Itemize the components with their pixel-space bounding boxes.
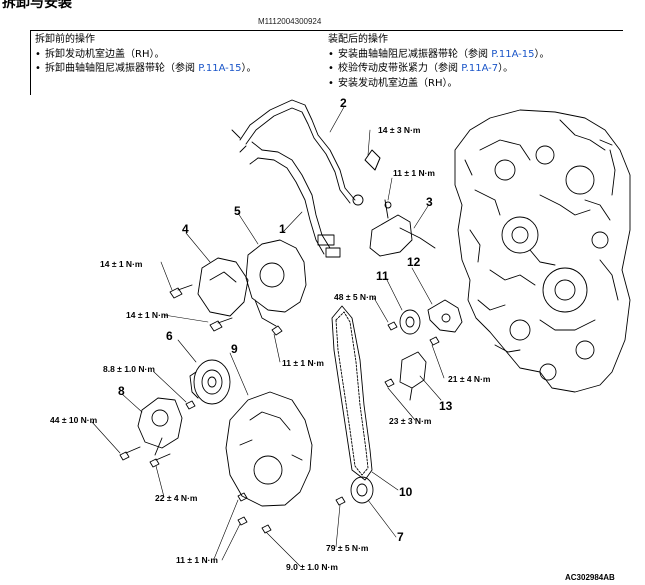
after-installation-item: •安装曲轴轴阻尼减振器带轮（参阅 P.11A-15）。 [328, 48, 550, 63]
callout-13: 13 [439, 399, 453, 413]
torque-label: 9.0 ± 1.0 N·m [286, 562, 338, 572]
figure-code: AC302984AB [565, 573, 615, 582]
page-title: 拆卸与安装 [2, 0, 72, 11]
torque-label: 14 ± 1 N·m [126, 310, 169, 320]
torque-label: 8.8 ± 1.0 N·m [103, 364, 155, 374]
after-installation-heading: 装配后的操作 [328, 34, 388, 45]
callout-1: 1 [279, 222, 286, 236]
document-code: M1112004300924 [258, 17, 322, 26]
before-removal-item: •拆卸曲轴轴阻尼减振器带轮（参阅 P.11A-15）。 [35, 62, 257, 77]
torque-label: 23 ± 3 N·m [389, 416, 432, 426]
tensioner-rod-13 [399, 351, 427, 401]
callout-4: 4 [182, 222, 189, 236]
bolts [119, 284, 440, 534]
tensioner-arm-12 [427, 299, 463, 333]
engine-block-illustration [454, 109, 631, 393]
timing-belt-upper-cover-wiring [231, 99, 364, 206]
timing-belt-upper-cover [245, 239, 307, 327]
after-installation-item: •校验传动皮带张紧力（参阅 P.11A-7）。 [328, 62, 550, 77]
bullet: • [328, 77, 334, 89]
auto-tensioner-8 [137, 397, 183, 456]
bullet: • [35, 48, 41, 60]
torque-label: 48 ± 5 N·m [334, 292, 377, 302]
leader-lines [91, 106, 445, 567]
bullet: • [35, 63, 41, 74]
page-reference-link[interactable]: P.11A-7 [461, 63, 499, 74]
callout-11: 11 [376, 269, 389, 283]
callout-7: 7 [397, 530, 404, 544]
torque-label: 11 ± 1 N·m [282, 358, 324, 368]
timing-belt-lower-cover [225, 391, 313, 507]
torque-label: 79 ± 5 N·m [326, 543, 369, 553]
torque-label: 21 ± 4 N·m [448, 374, 491, 384]
bullet: • [328, 63, 334, 74]
torque-label: 44 ± 10 N·m [50, 415, 98, 425]
callout-2: 2 [340, 96, 347, 110]
timing-belt [331, 305, 373, 481]
torque-label: 14 ± 3 N·m [378, 125, 421, 135]
torque-label: 22 ± 4 N·m [155, 493, 198, 503]
callout-8: 8 [118, 384, 125, 398]
before-removal-heading: 拆卸前的操作 [35, 34, 95, 45]
tensioner-bracket [369, 199, 436, 257]
torque-label: 11 ± 1 N·m [176, 555, 218, 565]
timing-belt-rear-cover [197, 257, 249, 317]
tensioner-pulley-11 [399, 309, 421, 335]
callout-3: 3 [426, 195, 433, 209]
callout-9: 9 [231, 342, 238, 356]
torque-label: 14 ± 1 N·m [100, 259, 143, 269]
before-removal-item: •拆卸发动机室边盖（RH）。 [35, 48, 257, 63]
procedure-box: 拆卸前的操作 •拆卸发动机室边盖（RH）。 •拆卸曲轴轴阻尼减振器带轮（参阅 P… [30, 30, 623, 95]
torque-labels: 14 ± 3 N·m 11 ± 1 N·m 14 ± 1 N·m 14 ± 1 … [50, 125, 491, 572]
callout-6: 6 [166, 329, 173, 343]
before-removal-section: 拆卸前的操作 •拆卸发动机室边盖（RH）。 •拆卸曲轴轴阻尼减振器带轮（参阅 P… [35, 33, 257, 77]
bullet: • [328, 48, 334, 60]
idler-pulley-7 [350, 476, 374, 504]
after-installation-section: 装配后的操作 •安装曲轴轴阻尼减振器带轮（参阅 P.11A-15）。 •校验传动… [328, 33, 550, 91]
part-callouts: 1 2 3 4 5 6 7 8 9 10 11 12 13 [118, 96, 453, 544]
callout-10: 10 [399, 485, 413, 499]
idler-pulley-6 [189, 359, 231, 405]
torque-label: 11 ± 1 N·m [393, 168, 435, 178]
lower-wiring-harness [249, 141, 341, 258]
after-installation-item: •安装发动机室边盖（RH）。 [328, 77, 550, 92]
callout-5: 5 [234, 204, 241, 218]
page-reference-link[interactable]: P.11A-15 [491, 48, 535, 60]
page-reference-link[interactable]: P.11A-15 [198, 63, 242, 74]
harness-clip [364, 149, 381, 171]
callout-12: 12 [407, 255, 421, 269]
